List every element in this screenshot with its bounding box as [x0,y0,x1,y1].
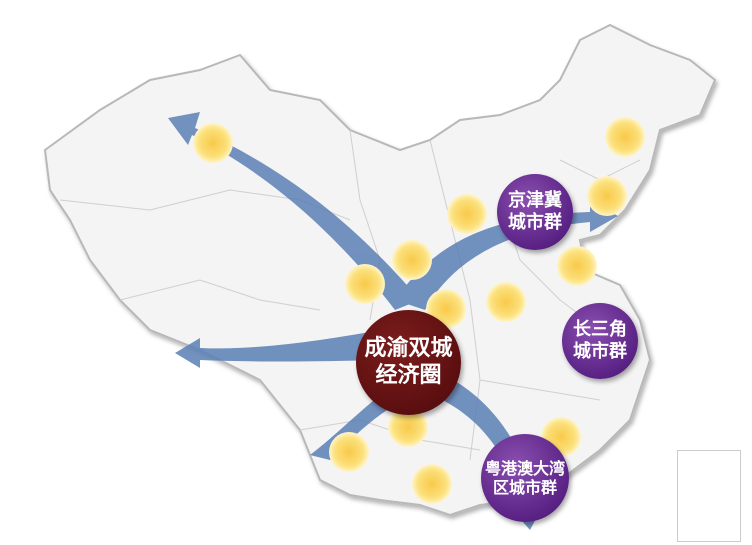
city-node [587,176,627,216]
cluster-greater-bay: 粤港澳大湾 区城市群 [481,434,569,522]
city-node [193,123,233,163]
city-node [388,407,428,447]
arrow-west [175,330,380,368]
cluster-label-line1: 粤港澳大湾 [484,458,565,478]
city-node [392,240,432,280]
city-node [605,117,645,157]
cluster-jingjinji: 京津冀 城市群 [497,174,573,250]
hub-label-line2: 经济圈 [375,362,442,388]
city-node [329,432,369,472]
arrow-northwest [168,112,420,310]
hub-label-line1: 成渝双城 [364,336,453,362]
cluster-label-line2: 区城市群 [492,478,557,497]
city-node [447,194,487,234]
city-node [412,464,452,504]
city-node [486,282,526,322]
city-node [557,246,597,286]
hub-chengyu: 成渝双城 经济圈 [356,310,461,415]
city-nodes [193,117,645,504]
cluster-yangtze-delta: 长三角 城市群 [562,303,638,379]
city-node [345,264,385,304]
cluster-label-line1: 京津冀 [508,190,562,212]
cluster-label-line2: 城市群 [508,212,562,233]
cluster-label-line1: 长三角 [573,319,627,341]
south-china-sea-inset [677,450,741,542]
cluster-label-line2: 城市群 [573,341,627,362]
